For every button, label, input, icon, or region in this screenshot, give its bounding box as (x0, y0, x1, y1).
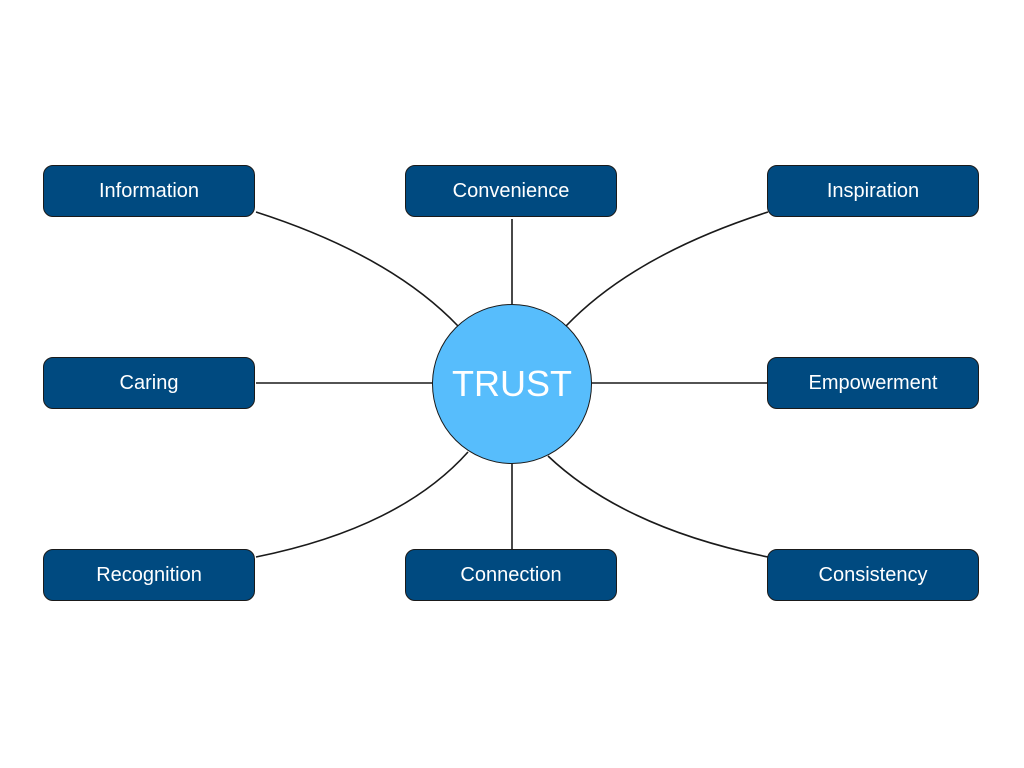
node-label: Convenience (452, 179, 570, 202)
node-label: Caring (119, 371, 179, 394)
center-label: TRUST (452, 363, 572, 404)
node-empowerment: Empowerment (767, 357, 979, 409)
connector-inspiration (565, 211, 769, 327)
node-label: Consistency (818, 563, 928, 586)
node-connection: Connection (405, 549, 617, 601)
node-label: Recognition (96, 563, 202, 586)
connector-information (255, 211, 459, 327)
node-label: Information (98, 179, 200, 202)
node-convenience: Convenience (405, 165, 617, 217)
node-label: Inspiration (826, 179, 920, 202)
connector-consistency (547, 455, 769, 558)
node-label: Empowerment (808, 371, 938, 394)
connector-recognition (255, 451, 469, 558)
node-recognition: Recognition (43, 549, 255, 601)
node-consistency: Consistency (767, 549, 979, 601)
node-label: Connection (460, 563, 562, 586)
node-information: Information (43, 165, 255, 217)
node-inspiration: Inspiration (767, 165, 979, 217)
center-trust-circle: TRUST (432, 304, 592, 464)
node-caring: Caring (43, 357, 255, 409)
